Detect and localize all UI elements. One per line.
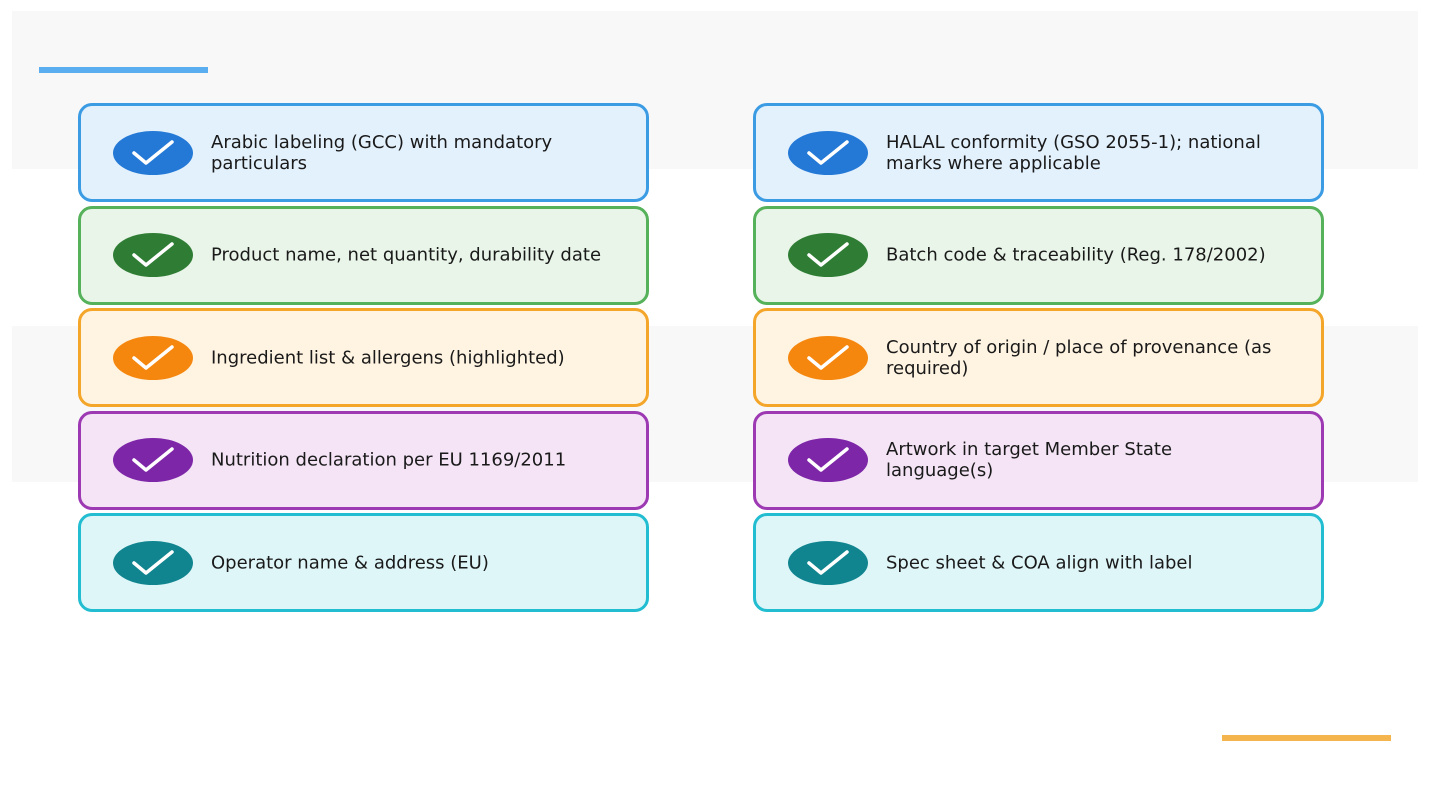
check-icon (807, 549, 849, 575)
accent-bar-bottom (1222, 735, 1391, 741)
check-icon (132, 242, 174, 267)
checklist-item-label: Batch code & traceability (Reg. 178/2002… (886, 244, 1266, 266)
checklist-item: Batch code & traceability (Reg. 178/2002… (753, 205, 1324, 305)
checklist-item-label: Arabic labeling (GCC) with mandatory par… (211, 131, 553, 174)
check-icon (132, 139, 174, 165)
check-badge (113, 335, 193, 380)
checklist-item: Nutrition declaration per EU 1169/2011 (78, 410, 649, 510)
checklist-column-right: HALAL conformity (GSO 2055-1); national … (753, 103, 1324, 616)
check-badge (113, 540, 193, 585)
checklist-item: Artwork in target Member State language(… (753, 410, 1324, 510)
checklist-item: Spec sheet & COA align with label (753, 513, 1324, 612)
check-icon (807, 344, 849, 370)
checklist-item-label: HALAL conformity (GSO 2055-1); national … (886, 131, 1261, 174)
check-icon (132, 549, 174, 575)
check-icon (132, 344, 174, 370)
check-badge (788, 438, 868, 482)
checklist-item: HALAL conformity (GSO 2055-1); national … (753, 103, 1324, 202)
accent-bar-top (39, 67, 208, 73)
checklist-column-left: Arabic labeling (GCC) with mandatory par… (78, 103, 649, 616)
check-badge (788, 130, 868, 175)
checklist-item: Country of origin / place of provenance … (753, 308, 1324, 407)
check-badge (113, 438, 193, 482)
check-icon (807, 242, 849, 267)
checklist-item: Arabic labeling (GCC) with mandatory par… (78, 103, 649, 202)
checklist-item-label: Spec sheet & COA align with label (886, 552, 1193, 573)
checklist-item-label: Operator name & address (EU) (211, 552, 489, 573)
checklist-item: Operator name & address (EU) (78, 513, 649, 612)
check-icon (807, 447, 849, 472)
check-icon (807, 139, 849, 165)
checklist-item: Ingredient list & allergens (highlighted… (78, 308, 649, 407)
check-icon (132, 447, 174, 472)
checklist-item-label: Product name, net quantity, durability d… (211, 244, 602, 266)
check-badge (788, 540, 868, 585)
checklist-item: Product name, net quantity, durability d… (78, 205, 649, 305)
checklist-item-label: Nutrition declaration per EU 1169/2011 (211, 449, 567, 471)
check-badge (788, 233, 868, 277)
checklist-item-label: Country of origin / place of provenance … (886, 336, 1272, 379)
check-badge (113, 130, 193, 175)
check-badge (788, 335, 868, 380)
check-badge (113, 233, 193, 277)
checklist-item-label: Ingredient list & allergens (highlighted… (211, 347, 565, 368)
checklist-item-label: Artwork in target Member State language(… (886, 439, 1173, 481)
